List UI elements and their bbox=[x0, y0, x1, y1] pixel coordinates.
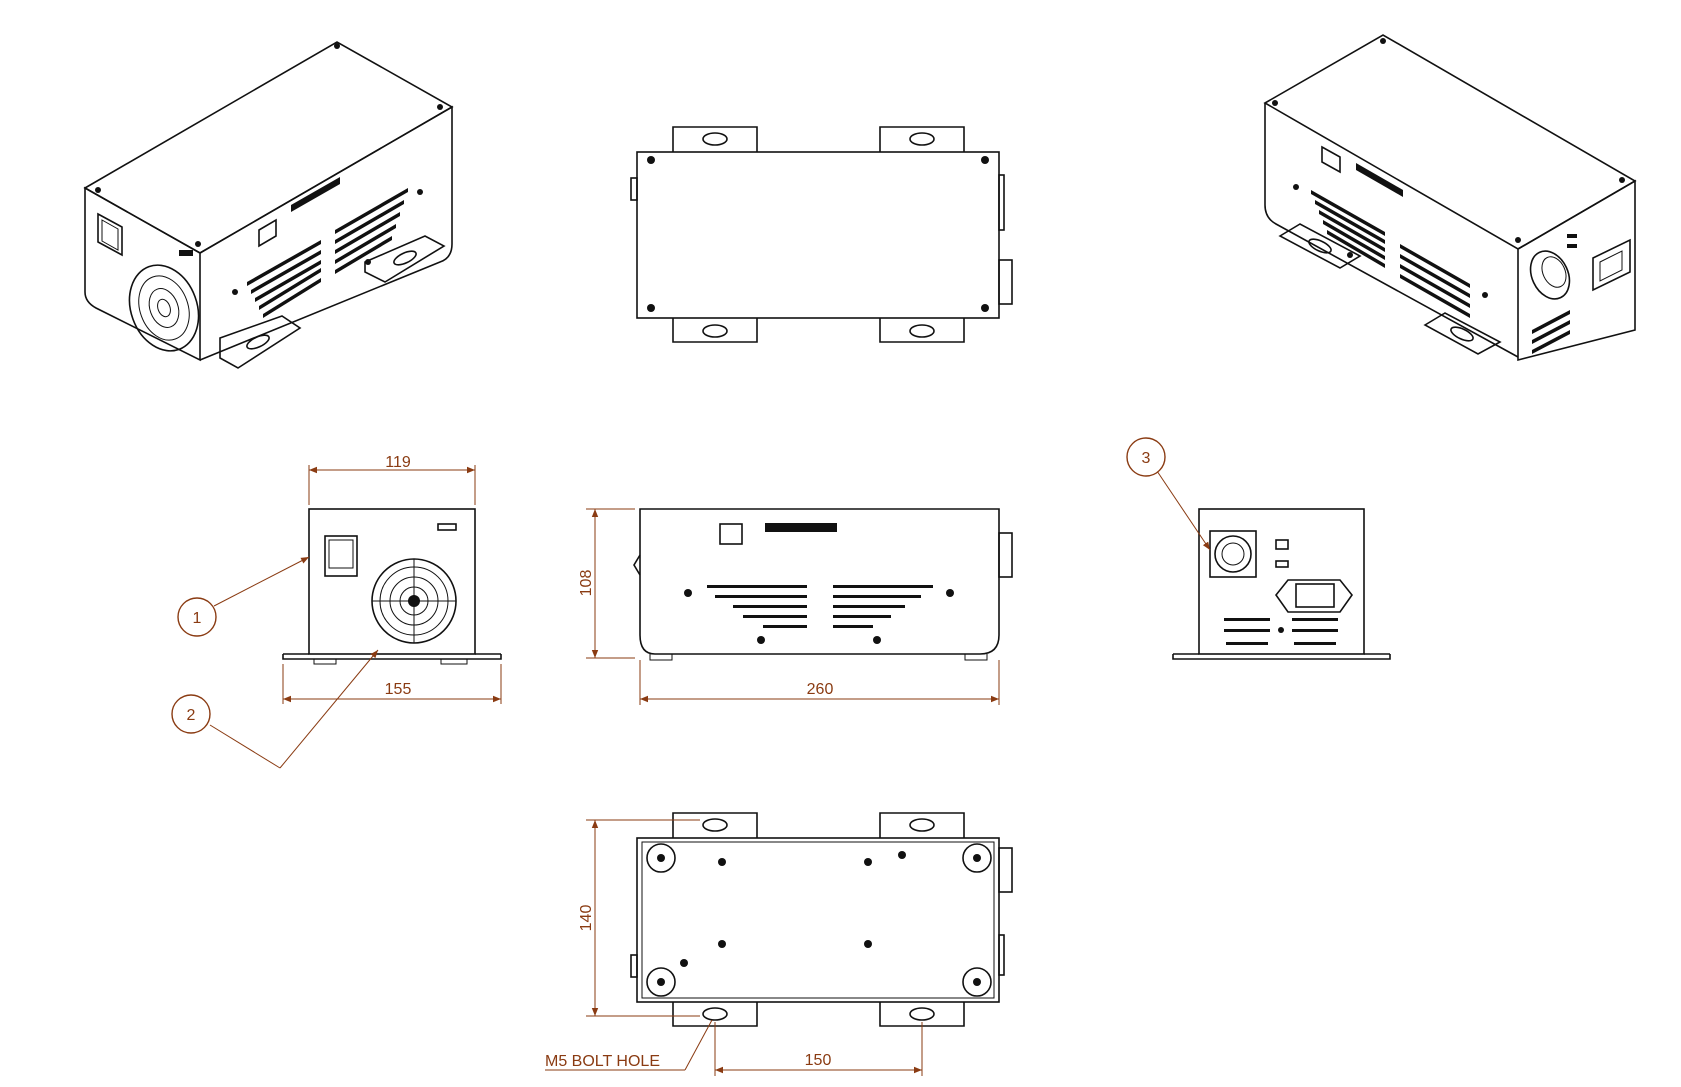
side-view bbox=[633, 508, 1013, 661]
dim-height: 108 bbox=[578, 570, 595, 597]
callout-1-label: 1 bbox=[193, 610, 202, 627]
bottom-view bbox=[630, 812, 1013, 1027]
callout-2-label: 2 bbox=[187, 707, 196, 724]
isometric-view-rear bbox=[1263, 34, 1637, 362]
callouts: 1 2 3 bbox=[171, 437, 1211, 769]
isometric-view-front bbox=[83, 41, 454, 369]
dim-hole-spacing: 150 bbox=[805, 1052, 832, 1069]
dim-width-top: 119 bbox=[385, 454, 411, 471]
dim-length: 260 bbox=[807, 681, 834, 698]
callout-3-balloon bbox=[1126, 437, 1166, 477]
dim-depth: 140 bbox=[578, 905, 595, 932]
dim-width-base: 155 bbox=[385, 681, 412, 698]
top-view bbox=[630, 126, 1013, 343]
callout-2-balloon bbox=[171, 694, 211, 734]
bolt-hole-note: M5 BOLT HOLE bbox=[545, 1053, 660, 1070]
front-end-view bbox=[282, 508, 502, 665]
callout-3-label: 3 bbox=[1142, 450, 1151, 467]
rear-end-view bbox=[1172, 508, 1391, 660]
dimensions: 119 155 260 108 140 150 M5 BOLT HOLE bbox=[282, 454, 1000, 1076]
callout-1-balloon bbox=[177, 597, 217, 637]
